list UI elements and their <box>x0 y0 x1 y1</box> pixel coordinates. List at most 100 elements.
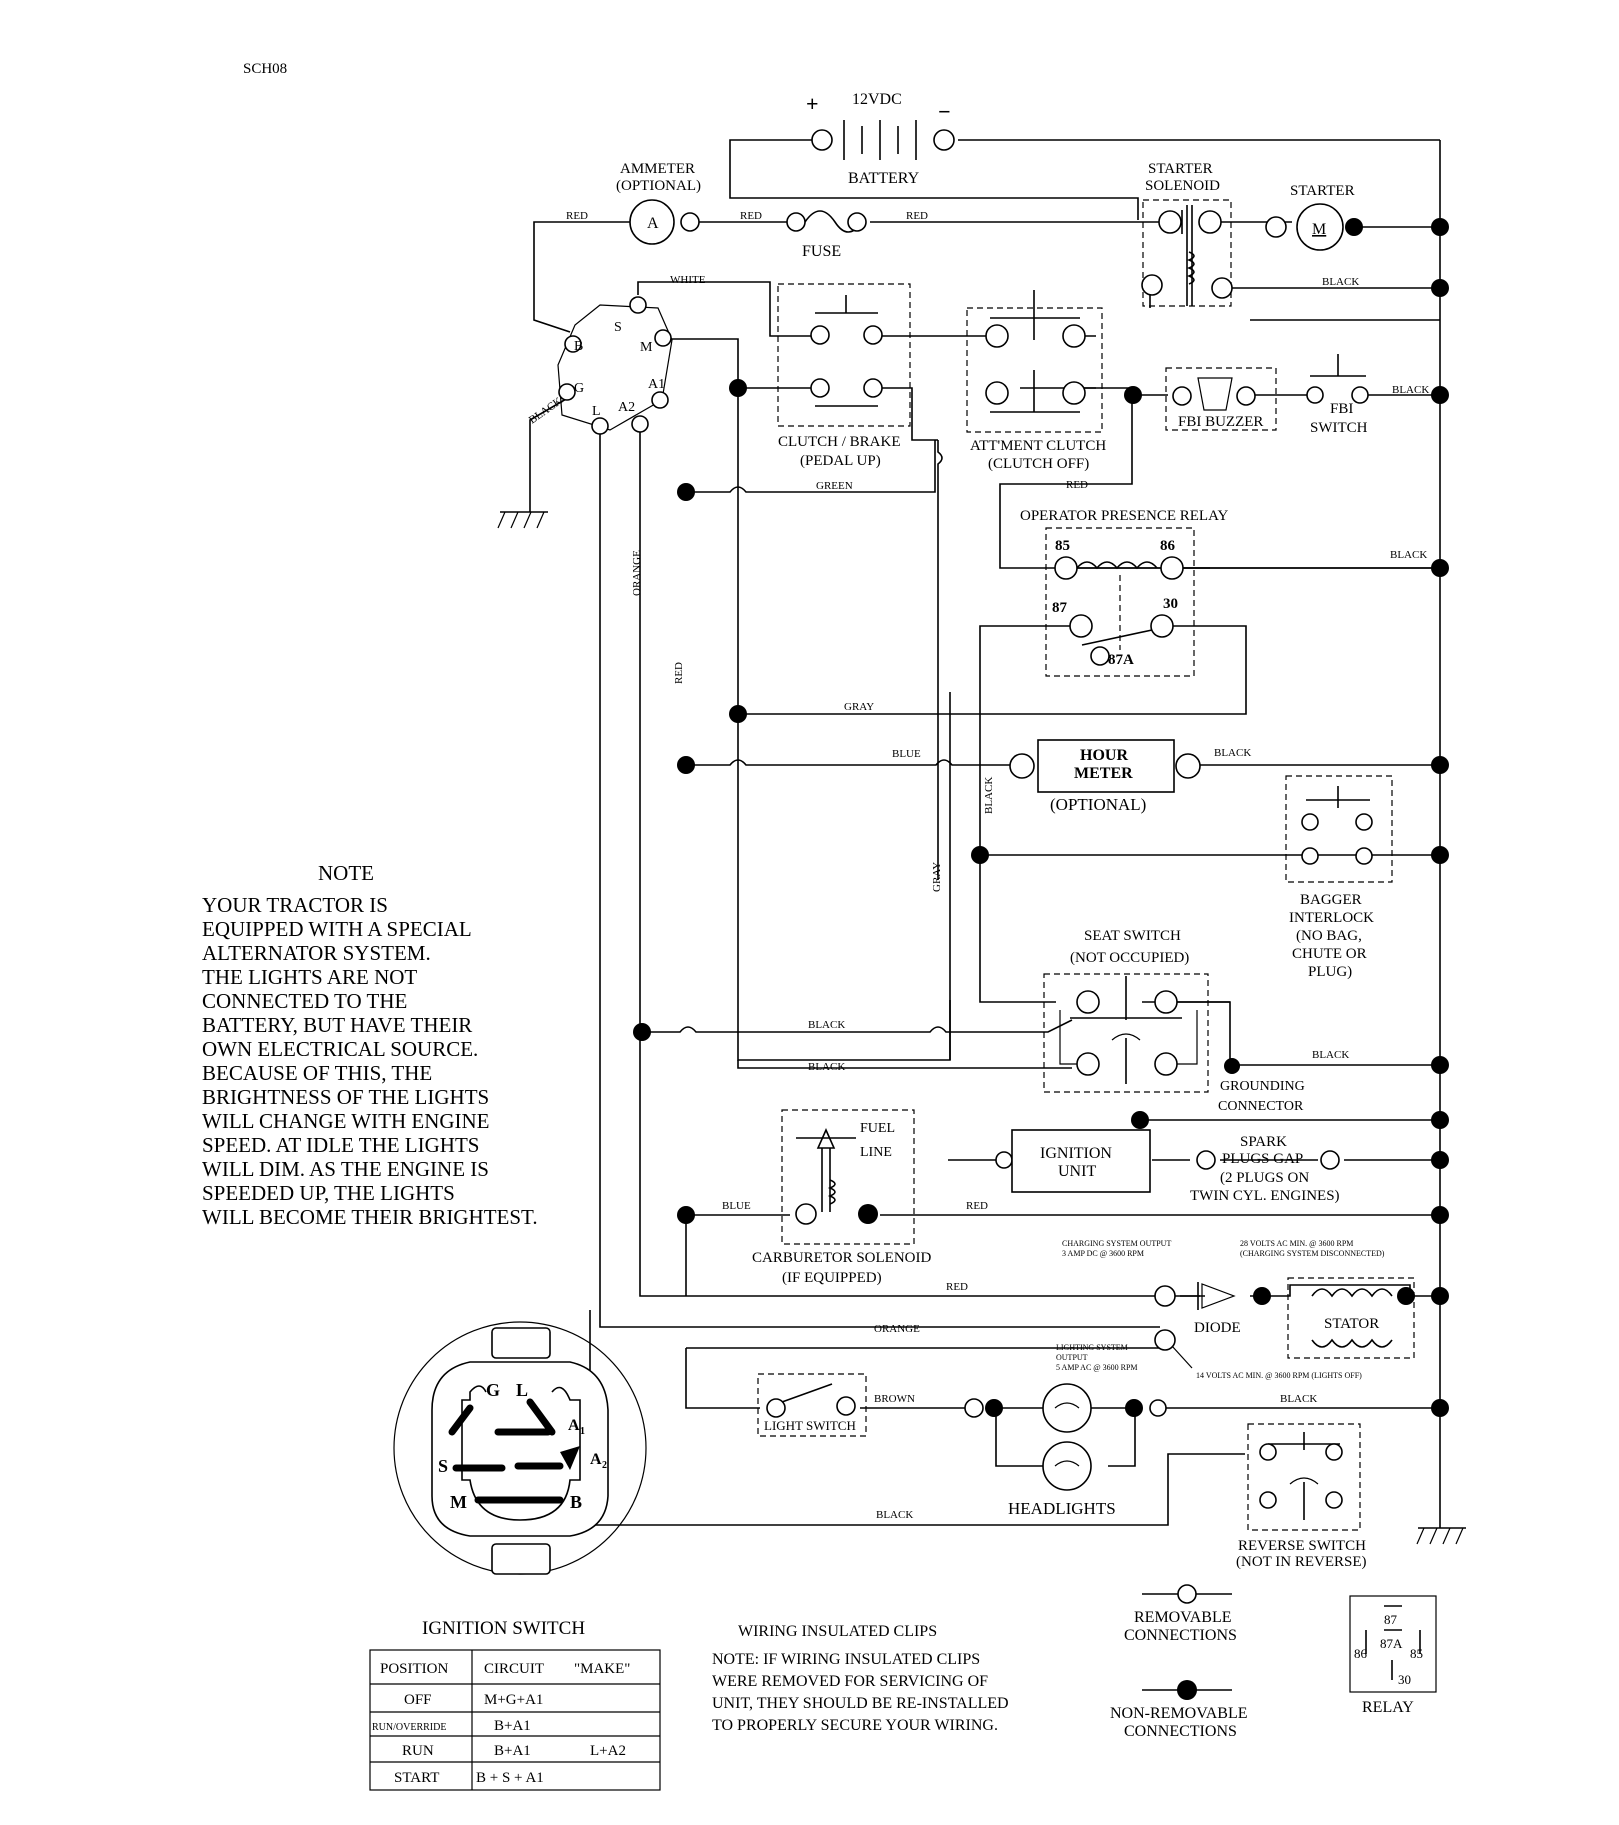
alternator-note: NOTE YOUR TRACTOR IS EQUIPPED WITH A SPE… <box>202 861 538 1229</box>
wire-label-black-1: BLACK <box>1322 276 1359 288</box>
fbi-buzzer-label: FBI BUZZER <box>1178 414 1263 430</box>
headlights-label: HEADLIGHTS <box>1008 1499 1116 1518</box>
fbi-switch-l2: SWITCH <box>1310 420 1368 436</box>
grounding-connector: GROUNDING CONNECTOR <box>1218 1058 1305 1114</box>
battery-voltage: 12VDC <box>852 91 902 108</box>
light-switch-label: LIGHT SWITCH <box>764 1418 856 1433</box>
spark-l3: (2 PLUGS ON <box>1220 1170 1309 1186</box>
note-line: THE LIGHTS ARE NOT <box>202 965 417 989</box>
td-circuit: B+A1 <box>494 1718 531 1734</box>
face-b: B <box>570 1492 582 1512</box>
term-g: G <box>574 381 584 396</box>
hour-meter-l1: HOUR <box>1080 747 1128 764</box>
ammeter-sub: (OPTIONAL) <box>616 178 701 194</box>
doc-id: SCH08 <box>243 61 287 77</box>
lighting-l1: LIGHTING SYSTEM <box>1056 1343 1128 1352</box>
term-l: L <box>592 404 601 419</box>
face-a2: A <box>590 1451 602 1468</box>
note-line: WILL BECOME THEIR BRIGHTEST. <box>202 1205 538 1229</box>
relay-85: 85 <box>1055 538 1070 554</box>
grounding-l2: CONNECTOR <box>1218 1099 1304 1114</box>
relay-legend-86: 86 <box>1354 1646 1368 1661</box>
td-circuit: B+A1 <box>494 1743 531 1759</box>
wire-label-black-6: BLACK <box>808 1061 845 1073</box>
attment-l2: (CLUTCH OFF) <box>988 456 1089 472</box>
wire-label-gray-2: GRAY <box>931 862 943 892</box>
relay-legend-30: 30 <box>1398 1672 1411 1687</box>
carb-l1: CARBURETOR SOLENOID <box>752 1250 931 1266</box>
relay-legend-87a: 87A <box>1380 1636 1403 1651</box>
clutch-brake-switch: CLUTCH / BRAKE (PEDAL UP) <box>777 283 911 469</box>
carb-l2: (IF EQUIPPED) <box>782 1270 882 1286</box>
wire-label-gray: GRAY <box>844 701 874 713</box>
ignition-switch-face: G L A 1 A 2 S M B <box>393 1321 647 1575</box>
td-extra: L+A2 <box>590 1743 626 1759</box>
relay-legend: 87 87A 86 85 30 RELAY <box>1349 1595 1437 1716</box>
face-a1: A <box>568 1417 580 1434</box>
hour-meter: HOUR METER (OPTIONAL) <box>1009 739 1201 814</box>
wires <box>529 139 1441 1526</box>
battery-minus: − <box>938 99 951 124</box>
charging-c1: CHARGING SYSTEM OUTPUT <box>1062 1239 1171 1248</box>
note-line: SPEED. AT IDLE THE LIGHTS <box>202 1133 479 1157</box>
relay-legend-87: 87 <box>1384 1612 1398 1627</box>
battery: + − 12VDC BATTERY <box>806 91 955 187</box>
carb-fuel: FUEL <box>860 1121 895 1136</box>
clips-line: NOTE: IF WIRING INSULATED CLIPS <box>712 1651 980 1668</box>
bagger-l3: (NO BAG, <box>1296 928 1362 944</box>
seat-l1: SEAT SWITCH <box>1084 928 1181 944</box>
lighting-v: 14 VOLTS AC MIN. @ 3600 RPM (LIGHTS OFF) <box>1196 1371 1362 1380</box>
seat-switch: SEAT SWITCH (NOT OCCUPIED) <box>1043 928 1209 1093</box>
charging-v2: (CHARGING SYSTEM DISCONNECTED) <box>1240 1249 1385 1258</box>
note-title: NOTE <box>318 861 374 885</box>
wire-label-black-9: BLACK <box>876 1509 913 1521</box>
note-line: WILL CHANGE WITH ENGINE <box>202 1109 490 1133</box>
face-g: G <box>486 1380 500 1400</box>
fbi-switch: FBI SWITCH <box>1306 354 1369 436</box>
relay-87a: 87A <box>1108 652 1134 668</box>
bagger-l4: CHUTE OR <box>1292 946 1367 962</box>
battery-plus: + <box>806 91 819 116</box>
spark-l1: SPARK <box>1240 1134 1287 1150</box>
reverse-switch: REVERSE SWITCH (NOT IN REVERSE) <box>1236 1423 1367 1570</box>
relay-87: 87 <box>1052 600 1068 616</box>
starter-solenoid-l2: SOLENOID <box>1145 178 1220 194</box>
hour-meter-l2: METER <box>1074 765 1133 782</box>
charging-system: CHARGING SYSTEM OUTPUT 3 AMP DC @ 3600 R… <box>1056 1239 1415 1380</box>
bagger-l5: PLUG) <box>1308 964 1352 980</box>
ammeter-label: AMMETER <box>620 161 695 177</box>
starter-solenoid-l1: STARTER <box>1148 161 1213 177</box>
note-line: YOUR TRACTOR IS <box>202 893 388 917</box>
clips-line: UNIT, THEY SHOULD BE RE-INSTALLED <box>712 1695 1009 1712</box>
note-line: BATTERY, BUT HAVE THEIR <box>202 1013 472 1037</box>
fbi-switch-l1: FBI <box>1330 401 1353 417</box>
td-position: RUN/OVERRIDE <box>372 1722 446 1733</box>
wire-label-brown: BROWN <box>874 1393 915 1405</box>
wire-label-black-8: BLACK <box>1280 1393 1317 1405</box>
td-position: OFF <box>404 1692 432 1708</box>
starter-symbol: M <box>1312 221 1326 238</box>
th-make: "MAKE" <box>574 1661 630 1677</box>
grounding-l1: GROUNDING <box>1220 1079 1305 1094</box>
hour-meter-sub: (OPTIONAL) <box>1050 795 1146 814</box>
attment-l1: ATT'MENT CLUTCH <box>970 438 1106 454</box>
note-line: SPEEDED UP, THE LIGHTS <box>202 1181 455 1205</box>
reverse-l1: REVERSE SWITCH <box>1238 1538 1366 1554</box>
wire-label-red-3: RED <box>906 210 928 222</box>
note-line: ALTERNATOR SYSTEM. <box>202 941 431 965</box>
wire-label-black-2: BLACK <box>1392 384 1429 396</box>
wire-label-orange-1: ORANGE <box>874 1323 920 1335</box>
relay-legend-85: 85 <box>1410 1646 1423 1661</box>
term-a1: A1 <box>648 377 665 392</box>
lighting-l3: 5 AMP AC @ 3600 RPM <box>1056 1363 1138 1372</box>
operator-presence-relay: OPERATOR PRESENCE RELAY 85 86 87 30 87A <box>1020 508 1229 677</box>
note-line: BRIGHTNESS OF THE LIGHTS <box>202 1085 489 1109</box>
reverse-l2: (NOT IN REVERSE) <box>1236 1554 1367 1570</box>
ignition-unit-l1: IGNITION <box>1040 1145 1112 1162</box>
legend-removable-2: CONNECTIONS <box>1124 1627 1237 1644</box>
wire-label-black-10: BLACK <box>527 395 564 426</box>
face-m: M <box>450 1492 467 1512</box>
note-line: BECAUSE OF THIS, THE <box>202 1061 432 1085</box>
wire-label-green: GREEN <box>816 480 853 492</box>
wire-label-black-7: BLACK <box>1312 1049 1349 1061</box>
